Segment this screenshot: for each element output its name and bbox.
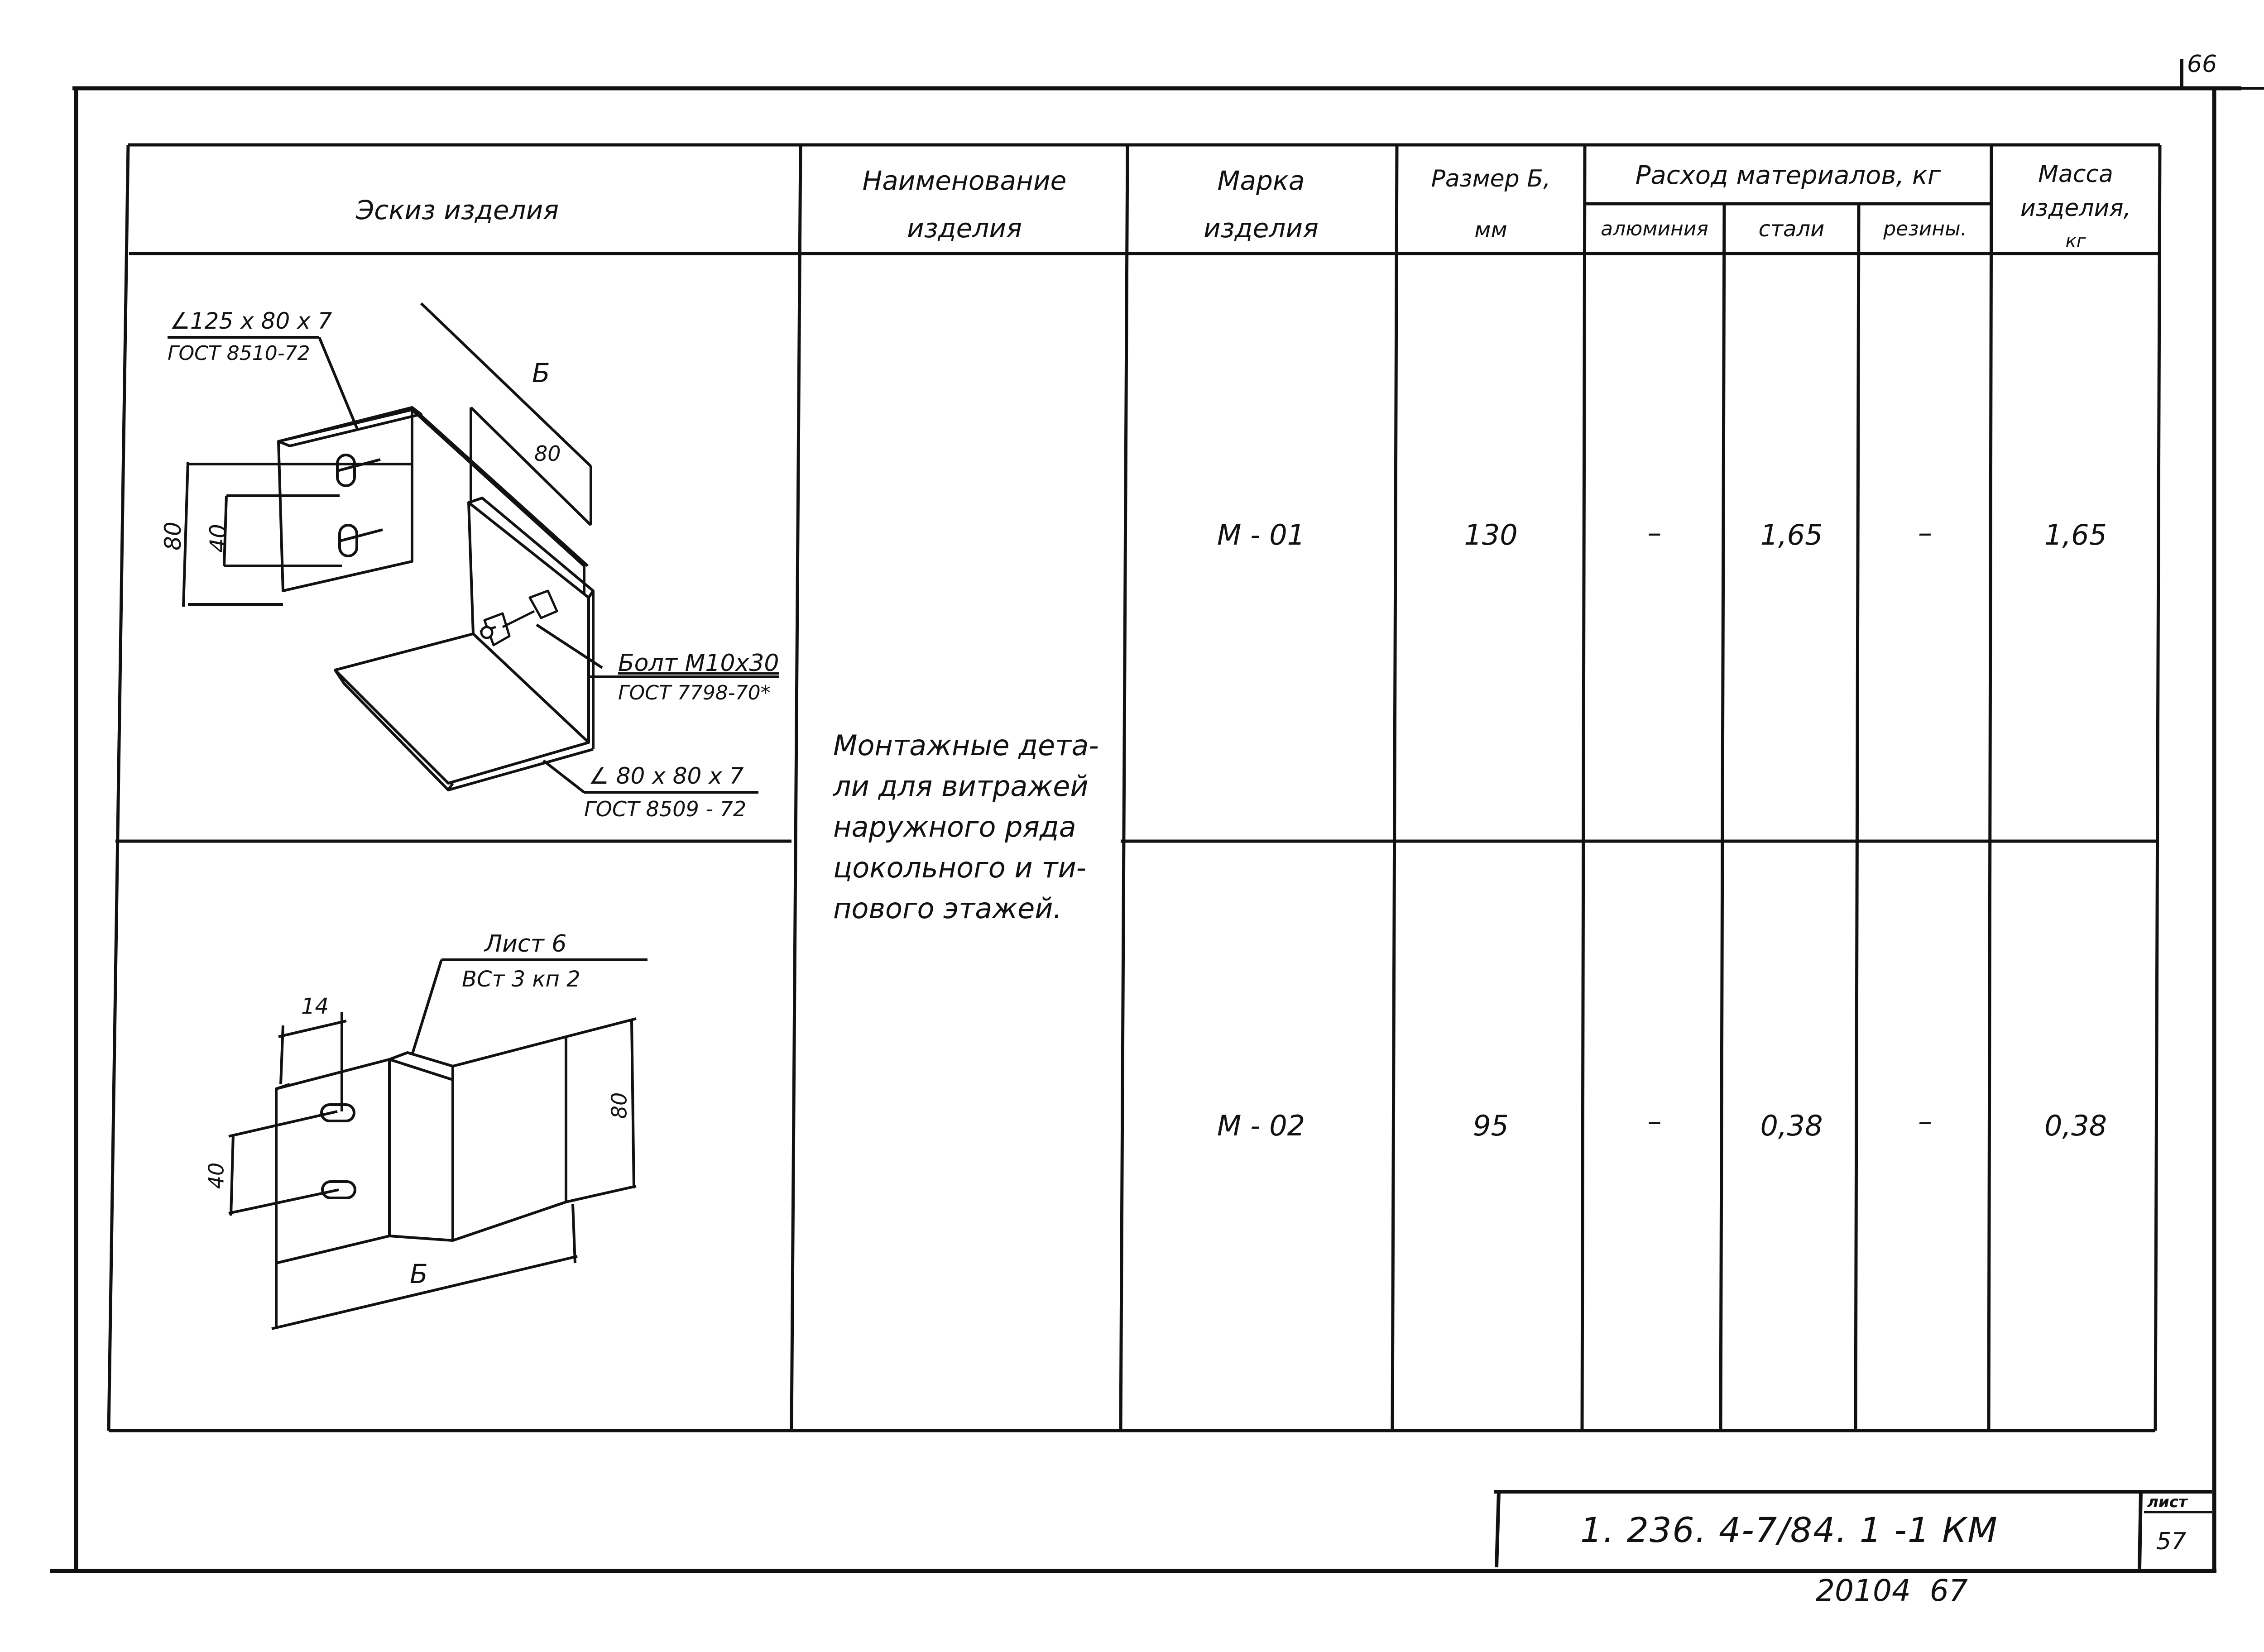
row2-rubber: – <box>1918 1105 1932 1138</box>
footer-number: 20104 67 <box>1816 1573 1968 1608</box>
header-size-line2: мм <box>1474 217 1507 243</box>
sketch1-bolt-gost: ГОСТ 7798-70* <box>618 681 771 704</box>
sketch1-angle2-gost: ГОСТ 8509 - 72 <box>584 797 747 821</box>
row1-aluminum: – <box>1647 516 1662 549</box>
row2-size: 95 <box>1473 1109 1509 1142</box>
sketch1-dim-80-left: 80 <box>159 522 186 551</box>
sketch1-dim-40: 40 <box>205 524 231 553</box>
sketch2-sheet-label: Лист 6 <box>484 930 567 958</box>
header-name-line1: Наименование <box>862 165 1067 196</box>
spec-table-grid <box>107 143 2162 1432</box>
bolt-icon <box>480 589 558 646</box>
header-mass-line2: изделия, <box>2020 195 2131 222</box>
header-rubber: резины. <box>1883 217 1967 240</box>
row2-mass: 0,38 <box>2044 1109 2107 1142</box>
row2-aluminum: – <box>1647 1105 1662 1138</box>
description-line5: пового этажей. <box>833 892 1062 925</box>
sketch1-bolt-label: Болт М10х30 <box>618 650 779 677</box>
row2-steel: 0,38 <box>1760 1109 1823 1142</box>
sketch1-dim-b: Б <box>532 358 550 388</box>
header-name-line2: изделия <box>907 213 1022 244</box>
description-line1: Монтажные дета- <box>833 729 1099 762</box>
description-line2: ли для витражей <box>833 770 1089 803</box>
row1-mark: М - 01 <box>1217 518 1305 551</box>
row1-steel: 1,65 <box>1760 518 1823 551</box>
header-mass-line1: Масса <box>2038 161 2113 188</box>
sketch2-dim-b: Б <box>410 1259 428 1289</box>
sketch2-steel-label: ВСт 3 кп 2 <box>462 967 580 992</box>
description-line3: наружного ряда <box>833 810 1076 843</box>
sketch-1-angle-bracket <box>168 302 779 794</box>
sheet-number: 57 <box>2156 1528 2187 1555</box>
sketch1-angle-gost: ГОСТ 8510-72 <box>168 342 310 365</box>
header-materials: Расход материалов, кг <box>1635 161 1941 190</box>
header-sketch: Эскиз изделия <box>355 195 559 225</box>
sketch1-angle-label: ∠125 x 80 x 7 <box>170 308 332 334</box>
page-number: 66 <box>2187 51 2217 78</box>
header-steel: стали <box>1758 216 1825 242</box>
title-block <box>1494 1490 2212 1569</box>
description-line4: цокольного и ти- <box>833 851 1087 884</box>
sketch1-angle2-label: ∠ 80 х 80 х 7 <box>589 763 744 789</box>
row1-mass: 1,65 <box>2044 518 2107 551</box>
sheet-label: лист <box>2147 1493 2187 1511</box>
row1-rubber: – <box>1918 516 1932 549</box>
sketch2-dim-14: 14 <box>301 994 329 1019</box>
sketch-2-bent-plate <box>228 958 648 1330</box>
header-mark-line1: Марка <box>1217 165 1305 196</box>
row1-size: 130 <box>1464 518 1518 551</box>
header-mark-line2: изделия <box>1204 213 1319 244</box>
header-size-line1: Размер Б, <box>1431 165 1551 192</box>
header-mass-line3: кг <box>2065 231 2086 252</box>
sketch2-dim-80: 80 <box>607 1092 632 1119</box>
sketch2-dim-40: 40 <box>204 1162 229 1189</box>
sketch1-dim-80-top: 80 <box>534 441 561 466</box>
header-aluminum: алюминия <box>1601 217 1708 240</box>
drawing-code: 1. 236. 4-7/84. 1 -1 КМ <box>1580 1510 1998 1550</box>
row2-mark: М - 02 <box>1217 1109 1305 1142</box>
outer-frame <box>50 86 2241 1573</box>
